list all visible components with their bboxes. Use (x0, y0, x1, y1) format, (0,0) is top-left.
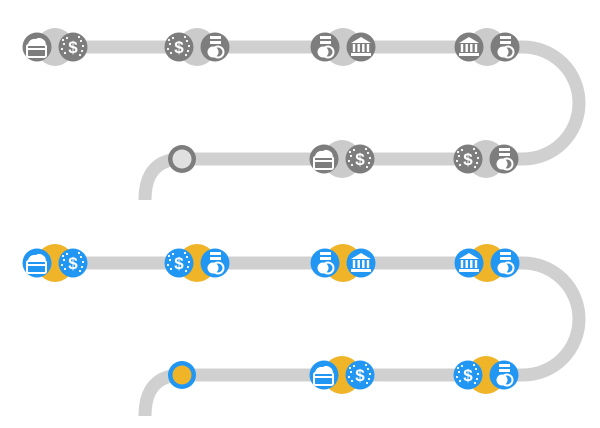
icon-badge (490, 248, 520, 278)
flow-active: $ $ $ $ (22, 244, 586, 417)
svg-text:$: $ (68, 254, 78, 273)
svg-text:$: $ (355, 366, 365, 385)
flow-node: $ (22, 244, 88, 282)
flow-track (40, 40, 586, 201)
dollar-icon: $ (347, 363, 372, 385)
dollar-icon: $ (455, 147, 480, 169)
icon-badge: $ (453, 360, 483, 390)
icon-badge: $ (164, 32, 194, 62)
icon-badge (346, 248, 376, 278)
flow-end-marker (168, 145, 196, 173)
icon-badge (200, 248, 230, 278)
dollar-icon: $ (60, 251, 85, 273)
icon-badge: $ (345, 144, 375, 174)
wallet-icon (26, 37, 47, 58)
svg-text:$: $ (463, 150, 473, 169)
flow-node: $ (453, 356, 519, 394)
document-coins-icon (496, 364, 514, 387)
bank-icon (351, 253, 371, 272)
bank-icon (459, 253, 479, 272)
svg-text:$: $ (68, 38, 78, 57)
icon-badge (22, 32, 52, 62)
icon-badge: $ (58, 32, 88, 62)
icon-badge (22, 248, 52, 278)
icon-badge (454, 32, 484, 62)
flow-node (310, 244, 376, 282)
document-coins-icon (317, 36, 335, 59)
flow-node: $ (22, 28, 88, 66)
document-coins-icon (497, 36, 515, 59)
flow-node: $ (164, 28, 230, 66)
document-coins-icon (207, 36, 225, 59)
dollar-icon: $ (455, 363, 480, 385)
flow-inactive: $ $ $ $ (22, 28, 586, 201)
svg-text:$: $ (463, 366, 473, 385)
wallet-icon (26, 253, 47, 274)
icon-badge: $ (58, 248, 88, 278)
flow-node: $ (453, 140, 519, 178)
flow-node (454, 244, 520, 282)
icon-badge (309, 144, 339, 174)
icon-badge: $ (453, 144, 483, 174)
flow-end-marker (168, 361, 196, 389)
icon-badge (489, 144, 519, 174)
flow-node: $ (164, 244, 230, 282)
document-coins-icon (207, 252, 225, 275)
flow-node: $ (309, 356, 375, 394)
svg-text:$: $ (174, 254, 184, 273)
flow-node: $ (309, 140, 375, 178)
svg-text:$: $ (174, 38, 184, 57)
bank-icon (351, 37, 371, 56)
dollar-icon: $ (166, 251, 191, 273)
flow-node (310, 28, 376, 66)
wallet-icon (313, 365, 334, 386)
dollar-icon: $ (347, 147, 372, 169)
document-coins-icon (317, 252, 335, 275)
document-coins-icon (497, 252, 515, 275)
document-coins-icon (496, 148, 514, 171)
icon-badge (309, 360, 339, 390)
icon-badge (200, 32, 230, 62)
icon-badge: $ (345, 360, 375, 390)
bank-icon (459, 37, 479, 56)
icon-badge (490, 32, 520, 62)
flow-node (454, 28, 520, 66)
wallet-icon (313, 149, 334, 170)
icon-badge (310, 32, 340, 62)
icon-badge (346, 32, 376, 62)
svg-text:$: $ (355, 150, 365, 169)
icon-badge (310, 248, 340, 278)
dollar-icon: $ (60, 35, 85, 57)
flow-track (40, 256, 586, 417)
dollar-icon: $ (166, 35, 191, 57)
icon-badge (489, 360, 519, 390)
icon-badge: $ (164, 248, 194, 278)
icon-badge (454, 248, 484, 278)
